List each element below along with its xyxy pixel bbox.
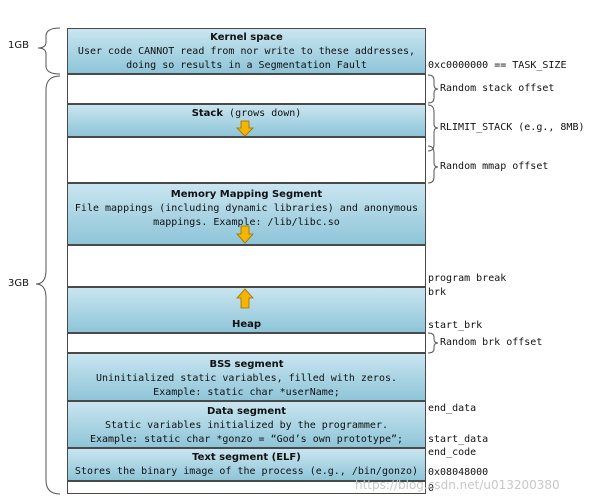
bss-line1: Uninitialized static variables, filled w… xyxy=(95,373,398,384)
data-segment: Data segment Static variables initialize… xyxy=(67,401,426,448)
data-line2: Example: static char *gonzo = “God’s own… xyxy=(89,434,404,445)
label-text-start: 0x08048000 xyxy=(428,467,489,478)
label-1gb: 1GB xyxy=(8,40,29,51)
kernel-space-line2: doing so results in a Segmentation Fault xyxy=(126,60,367,71)
watermark: https://blog.csdn.net/u013200380 xyxy=(355,478,560,492)
label-start-data: start_data xyxy=(428,434,489,445)
label-rlimit-stack: RLIMIT_STACK (e.g., 8MB) xyxy=(440,122,585,133)
kernel-space-segment: Kernel space User code CANNOT read from … xyxy=(67,28,426,74)
label-end-data: end_data xyxy=(428,403,477,414)
heap-up-arrow xyxy=(236,288,254,309)
kernel-space-title: Kernel space xyxy=(210,32,283,43)
label-3gb: 3GB xyxy=(8,278,29,289)
brace-random-stack xyxy=(427,74,439,104)
brace-random-mmap xyxy=(427,145,439,184)
label-brk: brk xyxy=(428,287,447,298)
mmap-down-arrow xyxy=(236,225,254,244)
stack-subtitle: (grows down) xyxy=(229,108,302,119)
bss-line2: Example: static char *userName; xyxy=(153,387,340,398)
label-random-brk-offset: Random brk offset xyxy=(440,337,543,348)
label-end-code: end_code xyxy=(428,447,477,458)
bottom-gap xyxy=(67,481,426,494)
random-stack-gap xyxy=(67,74,426,104)
label-start-brk: start_brk xyxy=(428,320,483,331)
bss-segment: BSS segment Uninitialized static variabl… xyxy=(67,353,426,401)
mmap-title: Memory Mapping Segment xyxy=(170,189,323,200)
label-program-break: program break xyxy=(428,273,507,284)
label-random-stack-offset: Random stack offset xyxy=(440,83,555,94)
kernel-space-line1: User code CANNOT read from nor write to … xyxy=(77,46,416,57)
text-title: Text segment (ELF) xyxy=(192,452,301,463)
label-task-size: 0xc0000000 == TASK_SIZE xyxy=(428,60,567,71)
text-segment: Text segment (ELF) Stores the binary ima… xyxy=(67,448,426,481)
free-gap xyxy=(67,245,426,287)
brace-1gb xyxy=(37,27,61,75)
mmap-line2: mappings. Example: /lib/libc.so xyxy=(153,217,340,228)
data-line1: Static variables initialized by the prog… xyxy=(105,420,388,431)
stack-title: Stack xyxy=(191,108,224,119)
brace-rlimit xyxy=(427,104,439,152)
brace-random-brk xyxy=(427,332,439,354)
random-mmap-gap xyxy=(67,137,426,183)
label-zero: 0 xyxy=(428,483,435,494)
mmap-line1: File mappings (including dynamic librari… xyxy=(74,203,419,214)
bss-title: BSS segment xyxy=(209,359,284,370)
random-brk-gap xyxy=(67,333,426,353)
text-line1: Stores the binary image of the process (… xyxy=(74,466,419,477)
heap-title: Heap xyxy=(231,319,262,330)
stack-down-arrow xyxy=(236,120,254,137)
label-random-mmap-offset: Random mmap offset xyxy=(440,161,549,172)
data-title: Data segment xyxy=(206,406,287,417)
brace-3gb xyxy=(35,75,61,495)
